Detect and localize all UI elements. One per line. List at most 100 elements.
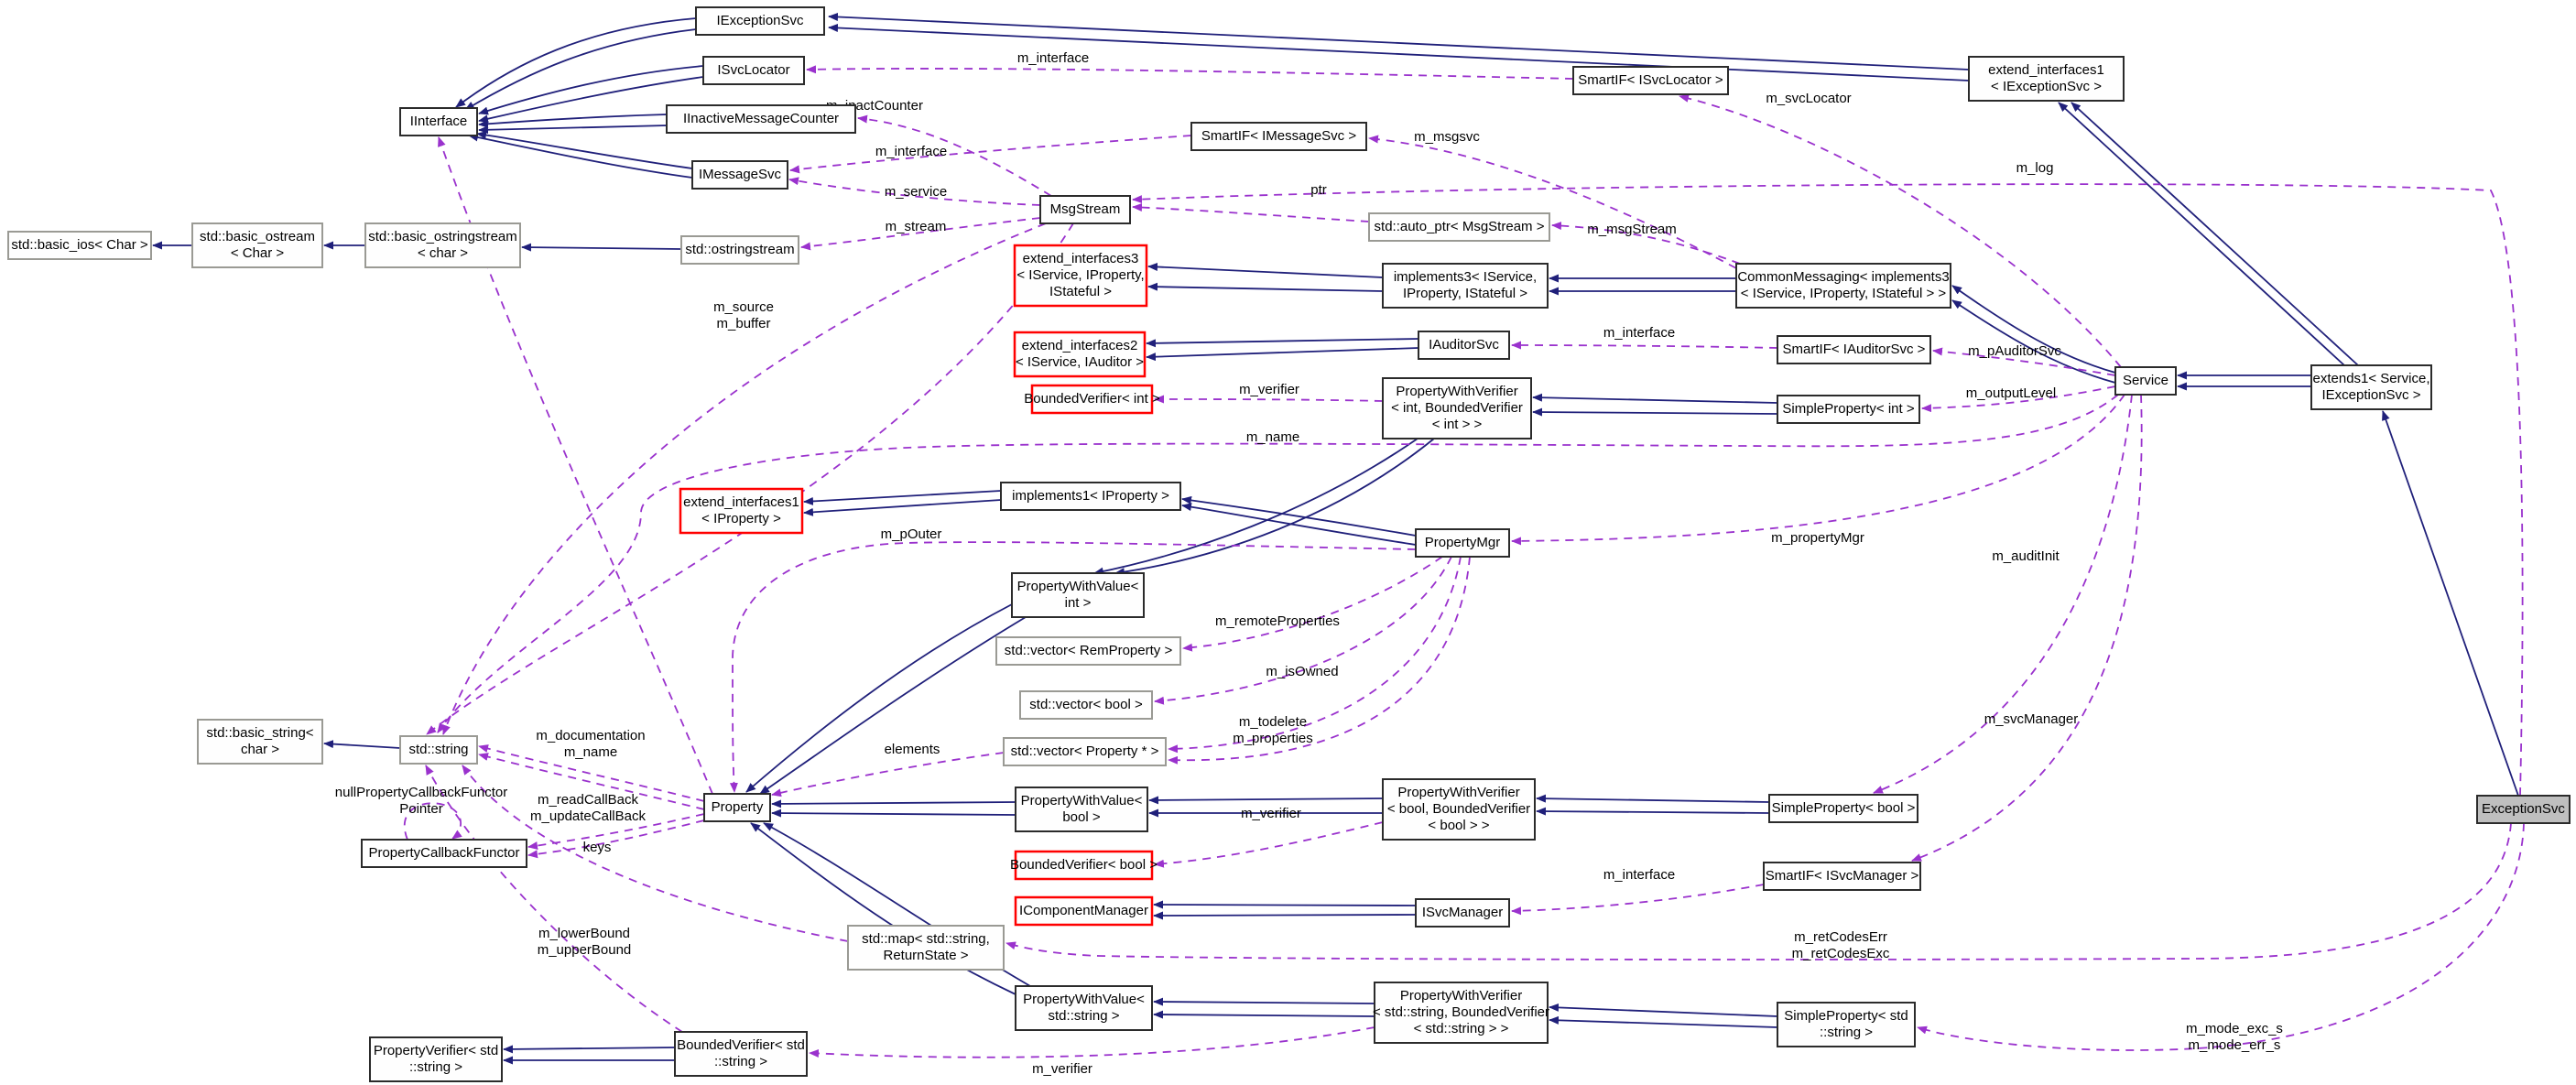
- node-property[interactable]: Property: [703, 793, 771, 822]
- node-box-propertywithverifier-bool[interactable]: [1382, 778, 1536, 841]
- node-iinterface[interactable]: IInterface: [399, 107, 478, 136]
- node-simpleproperty-string[interactable]: SimpleProperty< std::string >: [1777, 1002, 1916, 1047]
- node-std-map-returnstate[interactable]: std::map< std::string,ReturnState >: [847, 925, 1005, 971]
- node-box-service[interactable]: [2114, 366, 2177, 396]
- node-simpleproperty-int[interactable]: SimpleProperty< int >: [1777, 395, 1920, 424]
- node-box-std-map-returnstate[interactable]: [847, 925, 1005, 971]
- node-box-simpleproperty-string[interactable]: [1777, 1002, 1916, 1047]
- node-propertycallbackfunctor[interactable]: PropertyCallbackFunctor: [361, 839, 527, 868]
- node-box-std-basic-ostream[interactable]: [191, 222, 323, 268]
- node-box-isvcmanager[interactable]: [1415, 898, 1510, 928]
- node-propertymgr[interactable]: PropertyMgr: [1415, 528, 1510, 558]
- node-iexceptionsvc[interactable]: IExceptionSvc: [695, 6, 825, 36]
- node-box-imessagesvc[interactable]: [691, 160, 788, 190]
- node-box-implements3[interactable]: [1382, 263, 1549, 309]
- node-std-vector-remproperty[interactable]: std::vector< RemProperty >: [995, 636, 1181, 666]
- node-boundedverifier-bool[interactable]: BoundedVerifier< bool >: [1010, 850, 1158, 881]
- node-propertywithverifier-bool[interactable]: PropertyWithVerifier< bool, BoundedVerif…: [1382, 778, 1536, 841]
- node-std-basic-ostringstream[interactable]: std::basic_ostringstream< char >: [364, 222, 521, 268]
- node-extends1[interactable]: extends1< Service,IExceptionSvc >: [2310, 364, 2432, 410]
- node-box-icomponentmanager[interactable]: [1014, 895, 1154, 927]
- node-box-msgstream[interactable]: [1039, 195, 1131, 224]
- node-box-extend-interfaces2[interactable]: [1013, 331, 1147, 378]
- node-box-boundedverifier-string[interactable]: [674, 1031, 808, 1077]
- node-box-extend-interfaces3[interactable]: [1013, 244, 1148, 308]
- node-std-string[interactable]: std::string: [399, 735, 478, 765]
- node-iinactivemessagecounter[interactable]: IInactiveMessageCounter: [666, 104, 856, 134]
- node-box-property[interactable]: [703, 793, 771, 822]
- node-box-commonmessaging[interactable]: [1735, 263, 1951, 309]
- node-box-propertywithvalue-bool[interactable]: [1015, 787, 1148, 832]
- node-box-propertywithvalue-string[interactable]: [1015, 985, 1153, 1031]
- node-isvcmanager[interactable]: ISvcManager: [1415, 898, 1510, 928]
- node-extend-interfaces2[interactable]: extend_interfaces2< IService, IAuditor >: [1013, 331, 1147, 378]
- node-box-propertywithverifier-int[interactable]: [1382, 377, 1532, 439]
- node-extend-interfaces1-iproperty[interactable]: extend_interfaces1< IProperty >: [679, 487, 804, 535]
- node-box-iinactivemessagecounter[interactable]: [666, 104, 856, 134]
- node-box-boundedverifier-int[interactable]: [1030, 384, 1154, 415]
- node-smartif-iauditorsvc[interactable]: SmartIF< IAuditorSvc >: [1777, 335, 1931, 364]
- node-smartif-imessagesvc[interactable]: SmartIF< IMessageSvc >: [1190, 122, 1367, 151]
- node-box-extends1[interactable]: [2310, 364, 2432, 410]
- node-commonmessaging[interactable]: CommonMessaging< implements3< IService, …: [1735, 263, 1951, 309]
- node-boundedverifier-string[interactable]: BoundedVerifier< std::string >: [674, 1031, 808, 1077]
- node-isvclocator[interactable]: ISvcLocator: [702, 56, 805, 85]
- node-propertywithverifier-string[interactable]: PropertyWithVerifier< std::string, Bound…: [1373, 982, 1549, 1044]
- node-box-std-vector-remproperty[interactable]: [995, 636, 1181, 666]
- node-implements3[interactable]: implements3< IService,IProperty, IStatef…: [1382, 263, 1549, 309]
- node-std-basic-ios[interactable]: std::basic_ios< Char >: [7, 231, 152, 260]
- node-box-std-basic-string[interactable]: [197, 719, 323, 765]
- node-propertywithvalue-bool[interactable]: PropertyWithValue<bool >: [1015, 787, 1148, 832]
- node-box-extend-interfaces1-iexceptionsvc[interactable]: [1968, 56, 2125, 102]
- node-std-vector-bool[interactable]: std::vector< bool >: [1019, 690, 1153, 720]
- node-smartif-isvclocator[interactable]: SmartIF< ISvcLocator >: [1572, 66, 1729, 95]
- node-box-std-basic-ostringstream[interactable]: [364, 222, 521, 268]
- node-box-smartif-isvclocator[interactable]: [1572, 66, 1729, 95]
- node-propertyverifier-string[interactable]: PropertyVerifier< std::string >: [369, 1036, 503, 1082]
- node-box-implements1-iproperty[interactable]: [1000, 482, 1181, 511]
- node-propertywithverifier-int[interactable]: PropertyWithVerifier< int, BoundedVerifi…: [1382, 377, 1532, 439]
- node-service[interactable]: Service: [2114, 366, 2177, 396]
- node-std-basic-string[interactable]: std::basic_string<char >: [197, 719, 323, 765]
- node-box-extend-interfaces1-iproperty[interactable]: [679, 487, 804, 535]
- node-box-propertywithverifier-string[interactable]: [1374, 982, 1549, 1044]
- node-smartif-isvcmanager[interactable]: SmartIF< ISvcManager >: [1763, 862, 1921, 891]
- node-simpleproperty-bool[interactable]: SimpleProperty< bool >: [1768, 794, 1918, 823]
- node-box-std-auto-ptr-msgstream[interactable]: [1368, 212, 1550, 242]
- node-extend-interfaces3[interactable]: extend_interfaces3< IService, IProperty,…: [1013, 244, 1148, 308]
- node-box-std-vector-property-ptr[interactable]: [1003, 737, 1167, 766]
- node-iauditorsvc[interactable]: IAuditorSvc: [1418, 331, 1510, 360]
- node-box-isvclocator[interactable]: [702, 56, 805, 85]
- node-imessagesvc[interactable]: IMessageSvc: [691, 160, 788, 190]
- node-box-boundedverifier-bool[interactable]: [1014, 850, 1154, 881]
- node-std-ostringstream[interactable]: std::ostringstream: [680, 235, 799, 265]
- node-std-basic-ostream[interactable]: std::basic_ostream< Char >: [191, 222, 323, 268]
- node-box-std-string[interactable]: [399, 735, 478, 765]
- node-box-smartif-iauditorsvc[interactable]: [1777, 335, 1931, 364]
- node-exceptionsvc[interactable]: ExceptionSvc: [2476, 795, 2571, 824]
- node-box-simpleproperty-bool[interactable]: [1768, 794, 1918, 823]
- node-std-auto-ptr-msgstream[interactable]: std::auto_ptr< MsgStream >: [1368, 212, 1550, 242]
- node-propertywithvalue-string[interactable]: PropertyWithValue<std::string >: [1015, 985, 1153, 1031]
- node-box-smartif-imessagesvc[interactable]: [1190, 122, 1367, 151]
- node-box-propertymgr[interactable]: [1415, 528, 1510, 558]
- node-box-simpleproperty-int[interactable]: [1777, 395, 1920, 424]
- node-box-std-vector-bool[interactable]: [1019, 690, 1153, 720]
- node-propertywithvalue-int[interactable]: PropertyWithValue<int >: [1011, 572, 1145, 618]
- node-box-propertyverifier-string[interactable]: [369, 1036, 503, 1082]
- node-box-propertycallbackfunctor[interactable]: [361, 839, 527, 868]
- node-box-iinterface[interactable]: [399, 107, 478, 136]
- node-box-smartif-isvcmanager[interactable]: [1763, 862, 1921, 891]
- node-box-iauditorsvc[interactable]: [1418, 331, 1510, 360]
- node-box-propertywithvalue-int[interactable]: [1011, 572, 1145, 618]
- node-boundedverifier-int[interactable]: BoundedVerifier< int >: [1024, 384, 1160, 415]
- node-box-std-basic-ios[interactable]: [7, 231, 152, 260]
- node-implements1-iproperty[interactable]: implements1< IProperty >: [1000, 482, 1181, 511]
- node-extend-interfaces1-iexceptionsvc[interactable]: extend_interfaces1< IExceptionSvc >: [1968, 56, 2125, 102]
- node-box-std-ostringstream[interactable]: [680, 235, 799, 265]
- node-box-iexceptionsvc[interactable]: [695, 6, 825, 36]
- node-box-exceptionsvc[interactable]: [2476, 795, 2571, 824]
- node-std-vector-property-ptr[interactable]: std::vector< Property * >: [1003, 737, 1167, 766]
- node-msgstream[interactable]: MsgStream: [1039, 195, 1131, 224]
- node-icomponentmanager[interactable]: IComponentManager: [1014, 895, 1154, 927]
